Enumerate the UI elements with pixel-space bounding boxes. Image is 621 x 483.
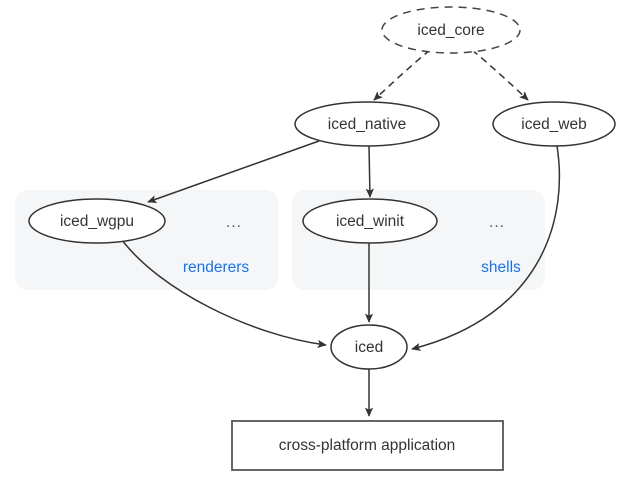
edge-web-to-iced: [411, 145, 561, 351]
edge-core-to-web: [471, 49, 529, 101]
node-iced-web[interactable]: iced_web: [492, 101, 616, 147]
node-iced-web-label: iced_web: [521, 116, 587, 133]
node-iced-core-label: iced_core: [417, 22, 484, 39]
node-iced-winit-shape[interactable]: [302, 198, 438, 244]
node-iced[interactable]: iced: [330, 324, 408, 370]
group-renderers-label: renderers: [183, 259, 250, 276]
node-application[interactable]: cross-platform application: [231, 420, 504, 471]
node-iced-winit-label: iced_winit: [336, 213, 405, 230]
node-iced-label: iced: [355, 339, 383, 356]
node-iced-wgpu[interactable]: iced_wgpu: [28, 198, 166, 244]
node-iced-native-label: iced_native: [328, 116, 406, 133]
edge-native-to-winit: [365, 145, 374, 198]
shells-more-icon: ...: [489, 214, 505, 231]
node-iced-shape[interactable]: [330, 324, 408, 370]
node-iced-wgpu-label: iced_wgpu: [60, 213, 134, 230]
node-iced-winit[interactable]: iced_winit: [302, 198, 438, 244]
node-iced-core[interactable]: iced_core: [381, 6, 521, 54]
node-iced-core-shape[interactable]: [381, 6, 521, 54]
node-iced-wgpu-shape[interactable]: [28, 198, 166, 244]
node-application-label: cross-platform application: [279, 437, 456, 454]
renderers-more-icon: ...: [226, 214, 242, 231]
edge-wgpu-to-iced: [121, 239, 327, 348]
edge-native-to-wgpu: [147, 140, 320, 204]
node-iced-web-shape[interactable]: [492, 101, 616, 147]
node-iced-native[interactable]: iced_native: [294, 101, 440, 147]
edge-core-to-native: [373, 49, 431, 101]
node-iced-native-shape[interactable]: [294, 101, 440, 147]
group-shells-label: shells: [481, 259, 521, 276]
node-application-shape[interactable]: [231, 420, 504, 471]
